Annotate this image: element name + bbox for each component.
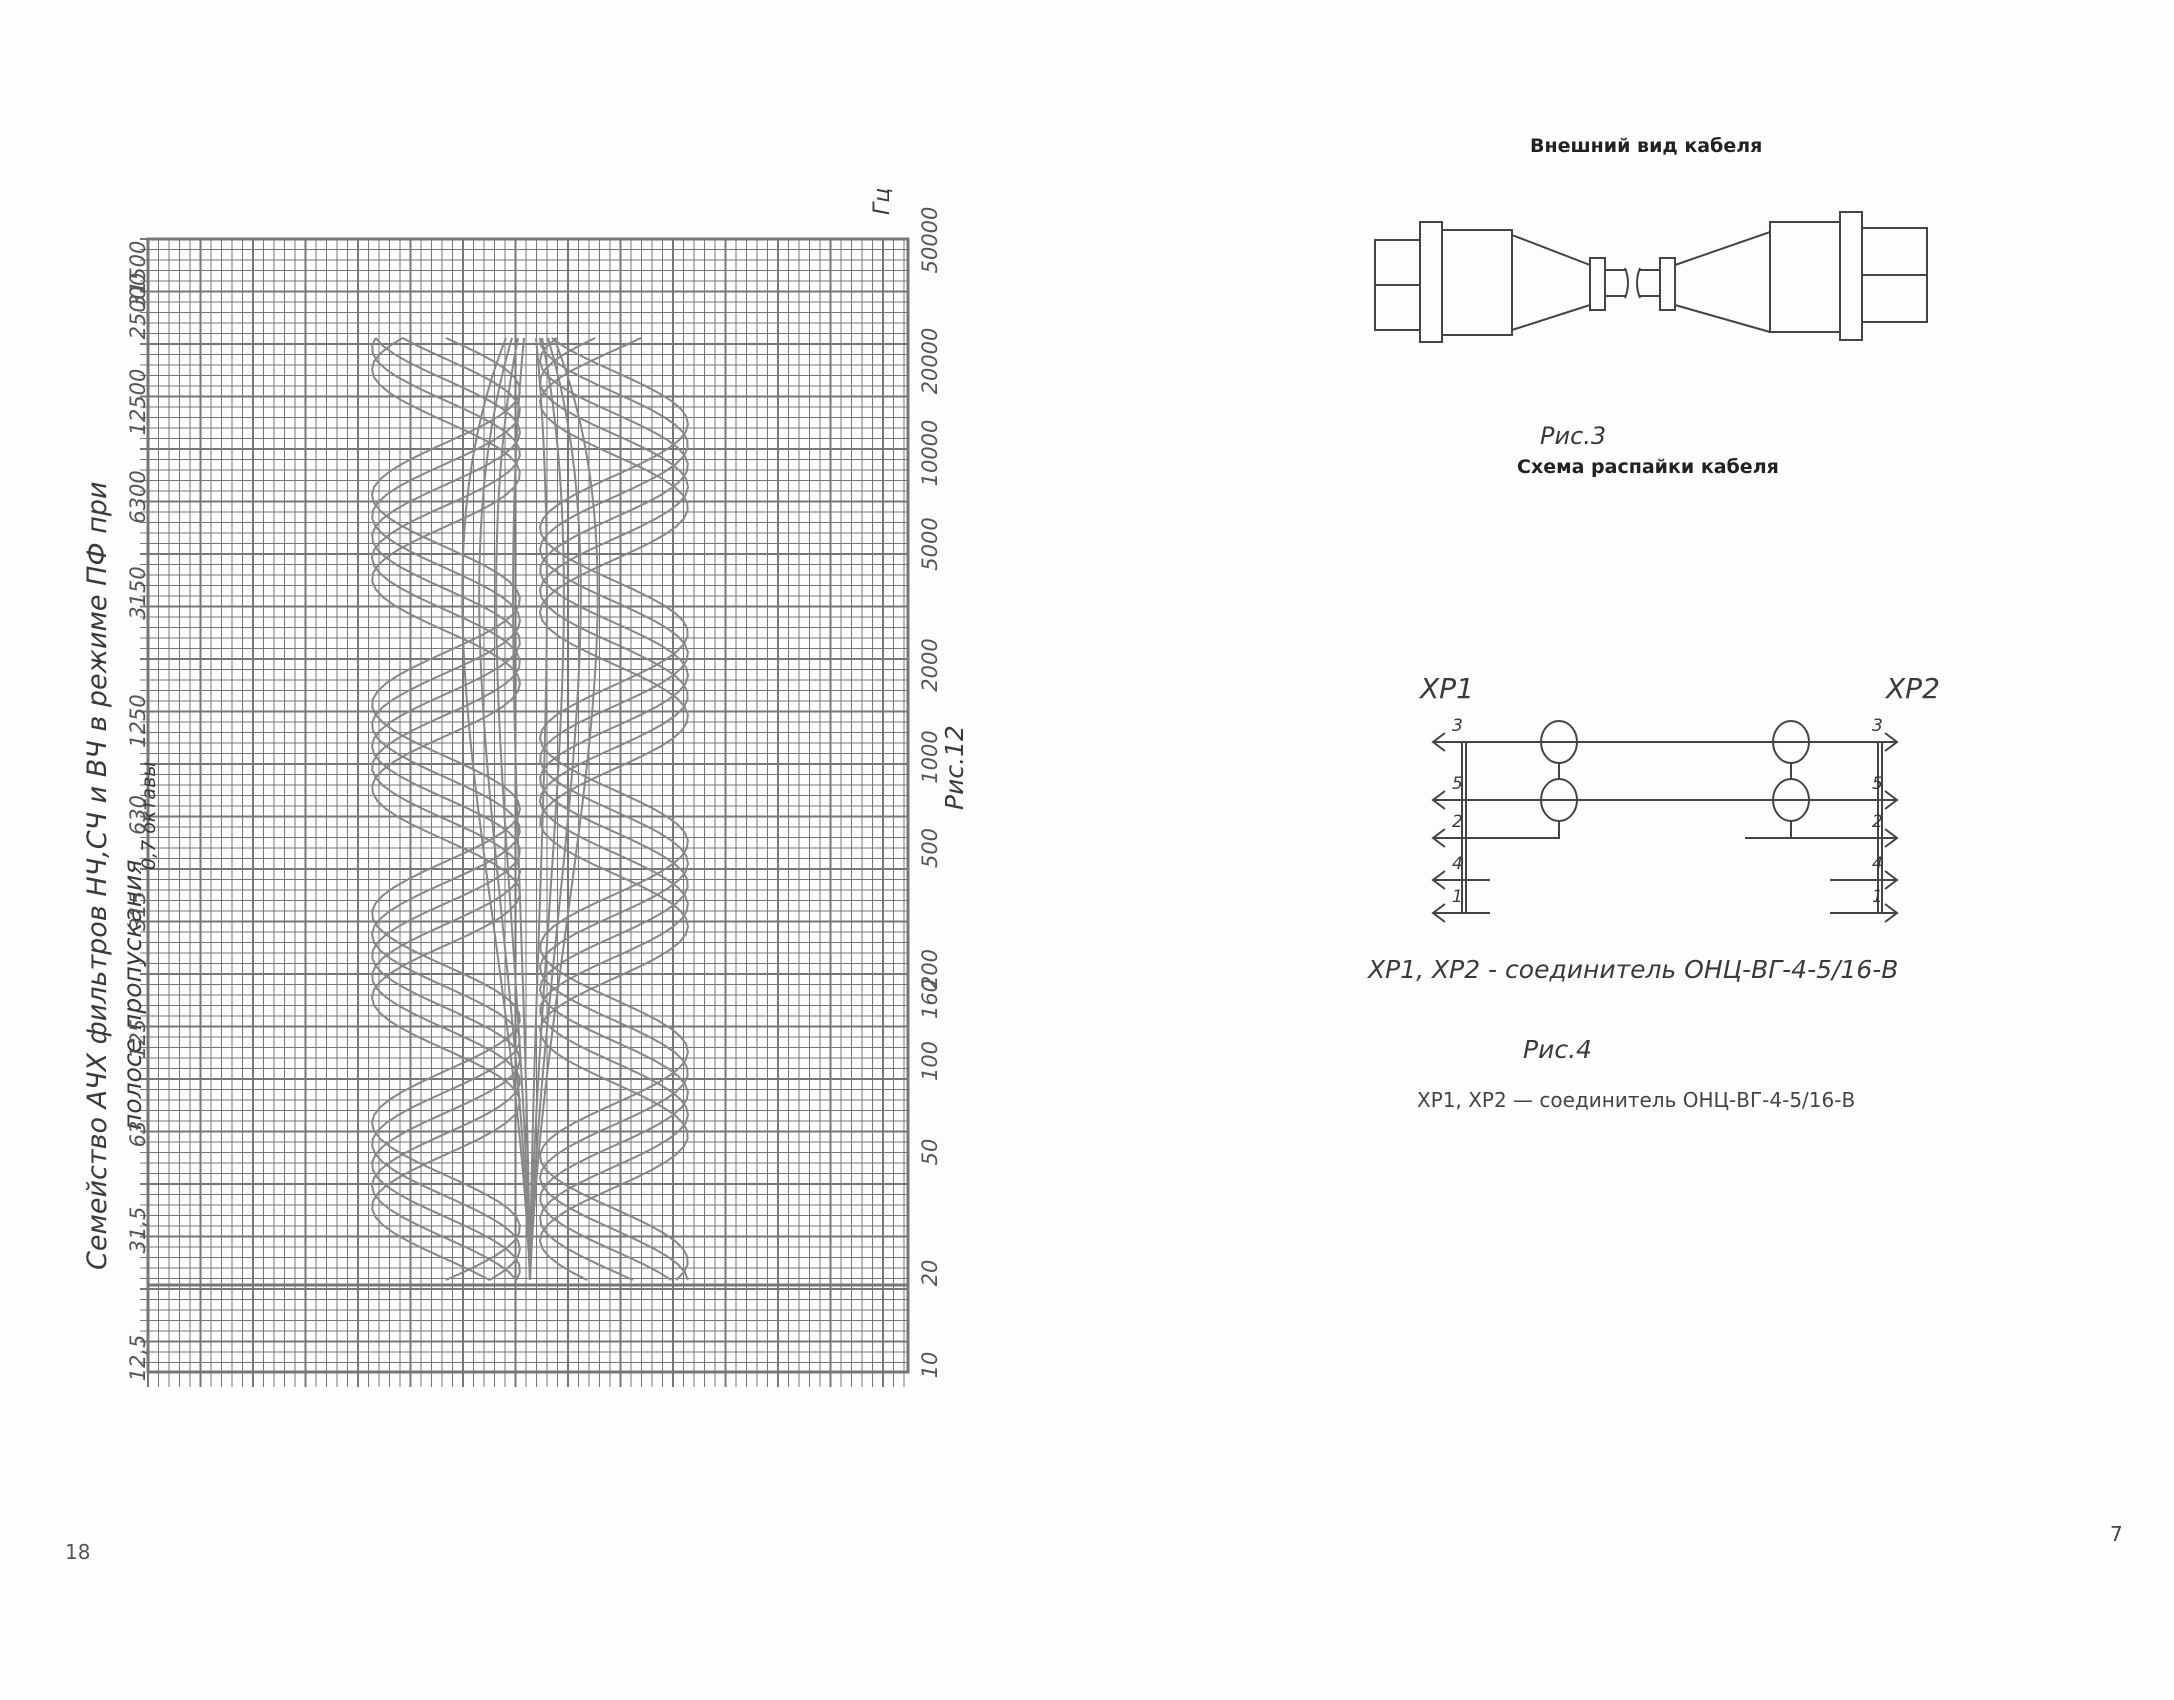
right-tick-label: 2000 bbox=[918, 638, 942, 692]
left-tick-label: 3150 bbox=[126, 565, 150, 620]
response-curve bbox=[538, 337, 690, 1281]
response-curve bbox=[370, 337, 522, 1281]
response-curve-center bbox=[512, 337, 531, 1281]
frequency-response-grid bbox=[140, 237, 910, 1387]
cable-drawing bbox=[1374, 211, 1928, 343]
pin-number: 4 bbox=[1452, 854, 1463, 874]
left-tick-label: 12,5 bbox=[126, 1334, 150, 1382]
left-tick-label: 630 bbox=[126, 795, 150, 836]
right-tick-label: 20000 bbox=[918, 327, 942, 395]
pin-number: 3 bbox=[1452, 716, 1463, 736]
unit-label: Гц bbox=[870, 187, 895, 215]
left-tick-label: 31500 bbox=[126, 240, 150, 308]
fig3-caption: Рис.3 bbox=[1540, 422, 1607, 450]
pin-number: 1 bbox=[1452, 887, 1463, 907]
left-tick-label: 12500 bbox=[126, 368, 150, 436]
right-tick-label: 10000 bbox=[918, 419, 942, 486]
pin-number: 5 bbox=[1452, 774, 1463, 794]
response-curve-center bbox=[478, 337, 531, 1281]
pin-number: 5 bbox=[1872, 774, 1883, 794]
response-curve bbox=[538, 337, 690, 1281]
pin-number: 2 bbox=[1872, 812, 1883, 832]
right-tick-label: 200 bbox=[918, 949, 942, 990]
pin-arrow-right bbox=[1884, 903, 1899, 923]
response-curve bbox=[370, 337, 522, 1281]
fig4-caption: Рис.4 bbox=[1523, 1035, 1592, 1064]
pin-arrow-right bbox=[1884, 828, 1899, 848]
pin-number: 2 bbox=[1452, 812, 1463, 832]
response-curve-center bbox=[529, 337, 548, 1281]
right-tick-label: 500 bbox=[918, 828, 942, 869]
response-curve bbox=[538, 337, 690, 1281]
pin-arrow-right bbox=[1884, 870, 1899, 890]
right-tick-label: 10 bbox=[918, 1351, 942, 1379]
left-tick-label: 31,5 bbox=[126, 1206, 150, 1254]
left-tick-label: 63 bbox=[126, 1120, 150, 1148]
right-tick-label: 50000 bbox=[918, 206, 942, 274]
pin-arrow-right bbox=[1884, 732, 1899, 752]
page-number-left: 18 bbox=[65, 1540, 91, 1564]
connector-right-label: XP2 bbox=[1886, 672, 1940, 705]
response-curve-center bbox=[529, 337, 582, 1281]
right-tick-label: 20 bbox=[918, 1260, 942, 1287]
connector-left-label: XP1 bbox=[1420, 672, 1474, 705]
right-tick-label: 1000 bbox=[918, 729, 942, 784]
wire bbox=[1745, 821, 1792, 839]
left-tick-label: 1250 bbox=[126, 693, 150, 748]
response-curve-center bbox=[461, 337, 531, 1281]
response-curve bbox=[370, 337, 522, 1281]
grid-border bbox=[146, 237, 910, 1374]
response-curve-center bbox=[495, 337, 531, 1281]
response-curve bbox=[538, 337, 690, 1281]
pin-number: 3 bbox=[1872, 716, 1883, 736]
pin-arrow-left bbox=[1431, 870, 1446, 890]
left-tick-label: 125 bbox=[126, 1019, 150, 1060]
pin-arrow-left bbox=[1431, 828, 1446, 848]
right-tick-label: 50 bbox=[918, 1139, 942, 1166]
fig3-title: Внешний вид кабеля bbox=[1530, 135, 1763, 157]
response-curve bbox=[538, 337, 690, 1281]
pin-number: 1 bbox=[1872, 887, 1883, 907]
figure-title-line1: Семейство АЧХ фильтров НЧ,СЧ и ВЧ в режи… bbox=[82, 481, 113, 1270]
response-curve bbox=[370, 337, 522, 1281]
response-curve-center bbox=[529, 337, 599, 1281]
page-number-right: 7 bbox=[2110, 1522, 2123, 1546]
fig4-title: Схема распайки кабеля bbox=[1517, 456, 1779, 478]
wiring-schematic bbox=[1431, 720, 1899, 923]
pin-arrow-left bbox=[1431, 790, 1446, 810]
response-curve-center bbox=[529, 337, 565, 1281]
handwritten-note: XP1, XP2 - соединитель ОНЦ-ВГ-4-5/16-В bbox=[1368, 955, 1899, 984]
wire bbox=[1530, 821, 1560, 839]
figure-caption-12: Рис.12 bbox=[940, 725, 969, 810]
frequency-response-curves bbox=[370, 337, 690, 1281]
pin-arrow-left bbox=[1431, 903, 1446, 923]
printed-note: XP1, XP2 — соединитель ОНЦ-ВГ-4-5/16-В bbox=[1417, 1088, 1856, 1112]
pin-number: 4 bbox=[1872, 854, 1883, 874]
response-curve bbox=[370, 337, 522, 1281]
right-tick-label: 5000 bbox=[918, 517, 942, 571]
right-tick-label: 100 bbox=[918, 1040, 942, 1081]
pin-arrow-right bbox=[1884, 790, 1899, 810]
left-tick-label: 315 bbox=[126, 891, 150, 932]
pin-arrow-left bbox=[1431, 732, 1446, 752]
left-tick-label: 6300 bbox=[126, 470, 150, 524]
